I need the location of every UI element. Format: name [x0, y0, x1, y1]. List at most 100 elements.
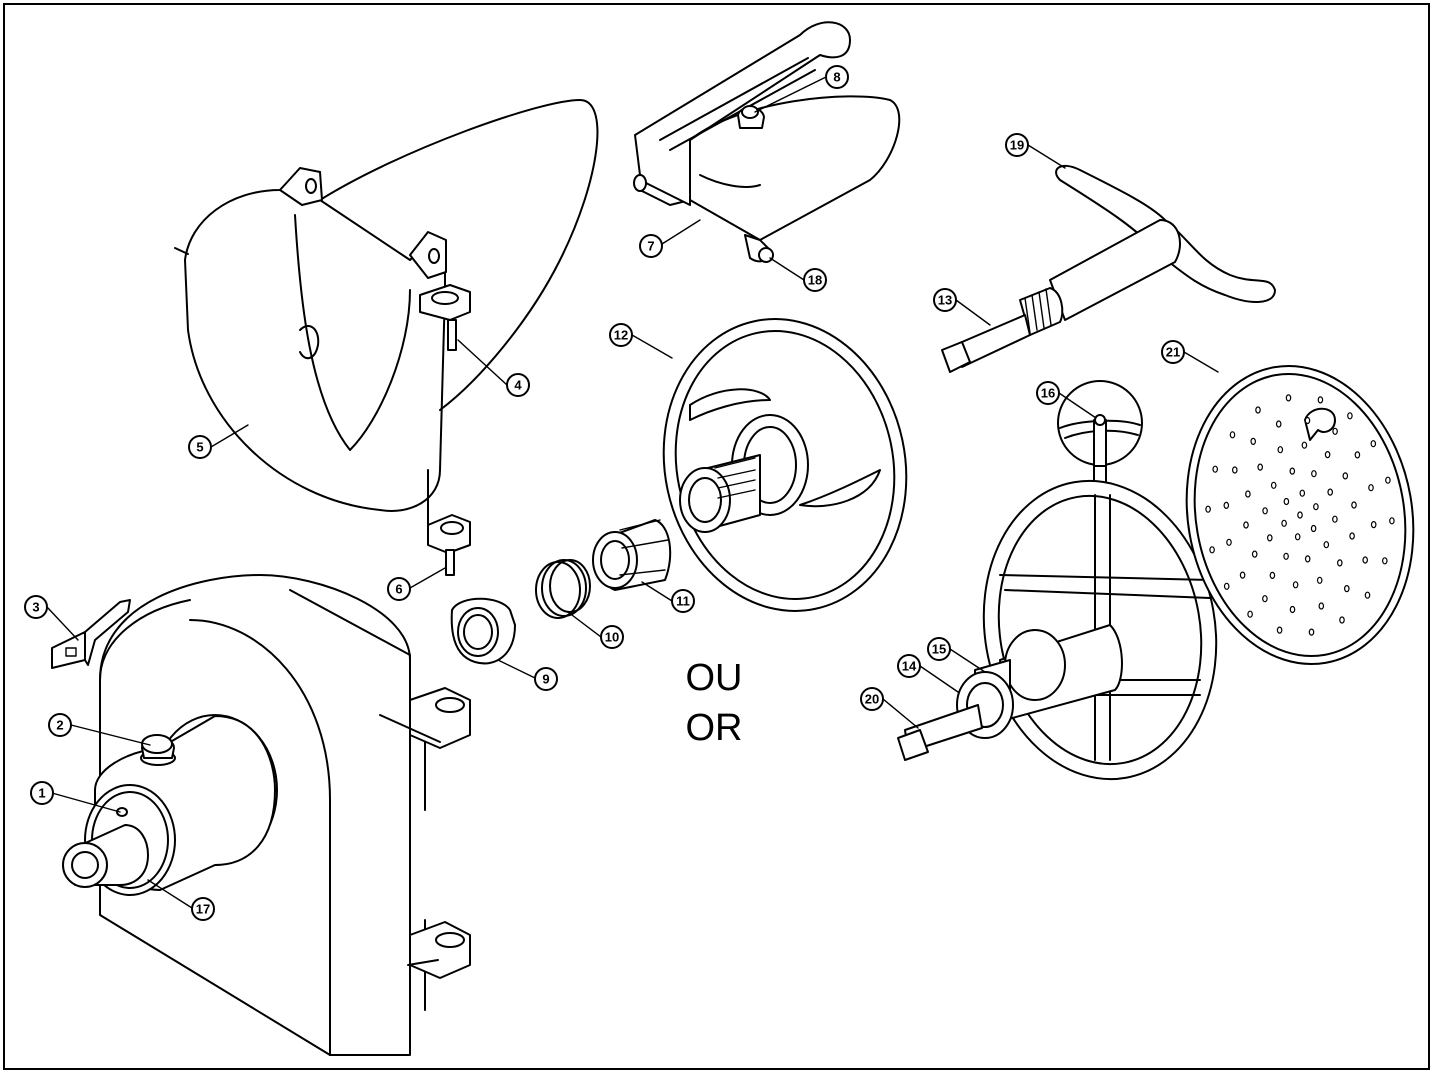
or-label-line1: OU — [686, 657, 743, 699]
callout-number: 19 — [1010, 138, 1024, 153]
callout-9: 9 — [497, 659, 558, 691]
callout-2: 2 — [48, 713, 151, 746]
housing-part — [62, 574, 471, 1056]
callout-number: 8 — [833, 70, 840, 85]
grating-hole — [1311, 470, 1317, 478]
grating-hole — [1310, 524, 1317, 533]
callout-number: 2 — [56, 718, 63, 733]
grating-hole — [1283, 552, 1289, 560]
callout-4: 4 — [457, 339, 530, 397]
grating-hole — [1209, 546, 1215, 554]
grating-hole — [1370, 520, 1377, 529]
callout-18: 18 — [769, 257, 827, 292]
callout-19: 19 — [1005, 133, 1066, 169]
grating-hole — [1262, 507, 1268, 515]
grating-hole — [1232, 466, 1238, 474]
drawing-border — [3, 3, 1430, 1070]
callout-15: 15 — [927, 637, 986, 673]
grating-hole — [1304, 416, 1311, 425]
grating-hole — [1226, 538, 1232, 546]
callout-14: 14 — [897, 654, 959, 693]
grating-hole — [1313, 503, 1319, 511]
callout-20: 20 — [860, 687, 919, 729]
grating-hole — [1364, 591, 1371, 599]
callout-number: 20 — [865, 692, 879, 707]
callout-17: 17 — [147, 879, 215, 921]
grating-hole — [1257, 463, 1264, 471]
grating-hole — [1332, 427, 1338, 435]
shaft-part — [941, 164, 1276, 373]
callout-number: 6 — [395, 582, 402, 597]
grating-hole — [1347, 412, 1353, 420]
grating-hole — [1250, 437, 1257, 445]
grating-hole — [1292, 581, 1299, 589]
grating-hole — [1223, 582, 1230, 590]
callout-number: 3 — [32, 600, 39, 615]
grating-hole — [1382, 557, 1388, 565]
callout-16: 16 — [1036, 381, 1097, 419]
grating-hole — [1289, 605, 1296, 614]
grating-hole — [1316, 576, 1323, 584]
callout-7: 7 — [639, 219, 701, 258]
grating-hole — [1297, 511, 1303, 519]
grating-hole — [1243, 521, 1249, 529]
grating-hole — [1332, 515, 1338, 523]
callout-number: 13 — [938, 293, 952, 308]
callout-number: 18 — [808, 273, 822, 288]
grating-hole — [1212, 465, 1219, 473]
grating-hole — [1389, 517, 1395, 525]
grating-hole — [1318, 602, 1325, 610]
grating-hole — [1342, 472, 1349, 480]
grating-hole — [1269, 571, 1276, 580]
grating-hole — [1351, 501, 1357, 509]
grating-disc-part — [1185, 365, 1415, 665]
grating-hole — [1385, 476, 1391, 484]
grating-hole — [1362, 556, 1369, 564]
grating-hole — [1354, 451, 1361, 459]
grating-hole — [1285, 394, 1292, 402]
disc-hub-part — [662, 318, 908, 612]
callout-13: 13 — [933, 288, 991, 326]
grating-hole — [1349, 532, 1355, 540]
or-label-line2: OR — [686, 707, 743, 749]
grating-hole — [1251, 550, 1258, 558]
grating-hole — [1289, 467, 1296, 475]
callout-number: 1 — [38, 786, 45, 801]
grating-hole — [1205, 505, 1211, 513]
callout-1: 1 — [30, 781, 121, 813]
callout-3: 3 — [24, 595, 79, 641]
callout-number: 17 — [196, 902, 210, 917]
callout-10: 10 — [567, 611, 624, 649]
spring-part — [535, 559, 591, 619]
hopper-part — [174, 99, 599, 576]
grating-hole — [1247, 610, 1253, 618]
grating-hole — [1299, 489, 1306, 497]
grating-hole — [1229, 431, 1236, 439]
callout-number: 11 — [676, 594, 690, 609]
callout-number: 21 — [1166, 345, 1180, 360]
grating-hole — [1283, 497, 1290, 506]
grating-hole — [1301, 441, 1308, 449]
bushing-part — [450, 597, 516, 665]
grating-hole — [1337, 559, 1343, 567]
grating-hole — [1304, 555, 1311, 563]
callout-number: 12 — [614, 328, 628, 343]
grating-hole — [1275, 420, 1282, 428]
callout-number: 10 — [605, 630, 619, 645]
grating-hole — [1262, 595, 1268, 603]
grating-hole — [1270, 481, 1277, 489]
callout-number: 5 — [196, 440, 203, 455]
grating-hole — [1327, 488, 1334, 496]
grating-hole — [1370, 440, 1377, 448]
grating-hole — [1294, 533, 1301, 541]
callout-6: 6 — [387, 567, 446, 601]
grating-hole — [1255, 406, 1261, 414]
grating-hole — [1308, 628, 1315, 636]
grating-hole — [1323, 541, 1330, 549]
callout-number: 7 — [647, 239, 654, 254]
callout-number: 15 — [932, 642, 946, 657]
grating-hole — [1223, 501, 1230, 509]
grating-hole — [1317, 396, 1324, 404]
spoke-disc-part — [897, 380, 1218, 781]
